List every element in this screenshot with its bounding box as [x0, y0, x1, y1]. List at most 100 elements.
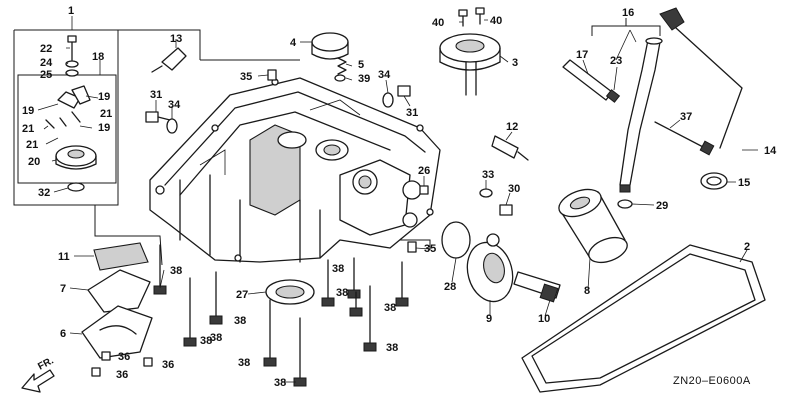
part-label-p18: 18	[92, 51, 104, 63]
part-label-p38b: 38	[200, 335, 212, 347]
oil-screen	[93, 242, 149, 271]
oil-filler-tube	[619, 37, 663, 193]
bolt-31a	[145, 111, 171, 123]
front-direction-arrow	[21, 369, 55, 393]
part-label-p25: 25	[40, 69, 52, 81]
part-label-p30: 30	[508, 183, 520, 195]
oring-15	[700, 172, 728, 190]
part-label-p21b: 21	[22, 123, 34, 135]
diagram-code: ZN20–E0600A	[673, 375, 751, 387]
governor-gear-20	[55, 145, 97, 170]
part-label-p16: 16	[622, 7, 634, 19]
washer-34a	[166, 118, 178, 134]
part-label-p36a: 36	[118, 351, 130, 363]
part-label-p40b: 40	[490, 15, 502, 27]
part-label-p19a: 19	[22, 105, 34, 117]
front-label: FR.	[36, 355, 56, 372]
part-label-p8: 8	[584, 285, 590, 297]
part-label-p13: 13	[170, 33, 182, 45]
part-label-p33: 33	[482, 169, 494, 181]
part-label-p7: 7	[60, 283, 66, 295]
washer-39	[334, 74, 346, 82]
oil-pan-gasket	[521, 244, 766, 393]
part-label-p26: 26	[418, 165, 430, 177]
part-label-p17: 17	[576, 49, 588, 61]
bolt-30	[499, 204, 513, 216]
part-label-p11: 11	[58, 251, 70, 263]
crankcase-cover	[149, 77, 441, 263]
part-label-p27: 27	[236, 289, 248, 301]
plug-26	[419, 185, 429, 195]
part-label-p10: 10	[538, 313, 550, 325]
filter-adaptor	[466, 233, 514, 303]
bolt-31b	[397, 85, 411, 97]
part-label-p29: 29	[656, 200, 668, 212]
gear-3	[439, 33, 501, 96]
part-label-p21c: 21	[26, 139, 38, 151]
oil-filter	[558, 188, 628, 264]
part-label-p23: 23	[610, 55, 622, 67]
part-label-p20: 20	[28, 156, 40, 168]
part-label-p31a: 31	[150, 89, 162, 101]
flange-bolts-38	[153, 244, 409, 387]
part-label-p38h: 38	[336, 287, 348, 299]
part-label-p19b: 19	[98, 91, 110, 103]
part-label-p35b: 35	[424, 243, 436, 255]
oil-seal	[265, 279, 315, 305]
bolt-37	[654, 121, 715, 156]
part-label-p38e: 38	[238, 357, 250, 369]
oring-28	[441, 221, 471, 259]
part-label-p37: 37	[680, 111, 692, 123]
pin-35b	[407, 241, 417, 253]
part-label-p32: 32	[38, 187, 50, 199]
part-label-p14: 14	[764, 145, 777, 157]
part-label-p21a: 21	[100, 108, 112, 120]
bolts-40	[458, 7, 485, 27]
part-label-p39: 39	[358, 73, 370, 85]
screws-36	[91, 351, 153, 377]
part-label-p28: 28	[444, 281, 456, 293]
part-label-p6: 6	[60, 328, 66, 340]
washer-34b	[382, 92, 394, 108]
switch-13	[151, 47, 187, 73]
part-label-p5: 5	[358, 59, 364, 71]
part-label-p38a: 38	[170, 265, 182, 277]
part-label-p31b: 31	[406, 107, 418, 119]
part-label-p19c: 19	[98, 122, 110, 134]
filter-bolt	[513, 271, 561, 303]
oring-29	[617, 199, 633, 209]
part-label-p4: 4	[290, 37, 297, 49]
part-label-p1: 1	[68, 5, 74, 17]
part-label-p9: 9	[486, 313, 492, 325]
part-label-p24: 24	[40, 57, 53, 69]
part-4	[311, 32, 349, 60]
part-label-p38j: 38	[386, 342, 398, 354]
gasket-7	[87, 269, 151, 313]
part-label-p2: 2	[744, 241, 750, 253]
callout-lines	[37, 16, 758, 383]
part-label-p36c: 36	[116, 369, 128, 381]
spring-5	[337, 57, 347, 75]
part-label-p40a: 40	[432, 17, 444, 29]
group-bracket-16	[591, 18, 661, 36]
switch-12	[491, 135, 529, 161]
part-label-p15: 15	[738, 177, 750, 189]
washer-33	[479, 188, 493, 198]
part-label-p34b: 34	[378, 69, 391, 81]
part-label-p36b: 36	[162, 359, 174, 371]
part-label-p22: 22	[40, 43, 52, 55]
governor-parts	[45, 35, 91, 192]
group-bracket-1	[13, 29, 201, 206]
part-label-p38c: 38	[234, 315, 246, 327]
breather-pipe-17	[562, 59, 621, 103]
part-label-p35a: 35	[240, 71, 252, 83]
part-label-p38d: 38	[210, 332, 222, 344]
dipstick	[659, 7, 743, 149]
part-label-p12: 12	[506, 121, 518, 133]
part-label-p38i: 38	[384, 302, 396, 314]
pin-35a	[267, 69, 277, 81]
part-label-p34a: 34	[168, 99, 181, 111]
